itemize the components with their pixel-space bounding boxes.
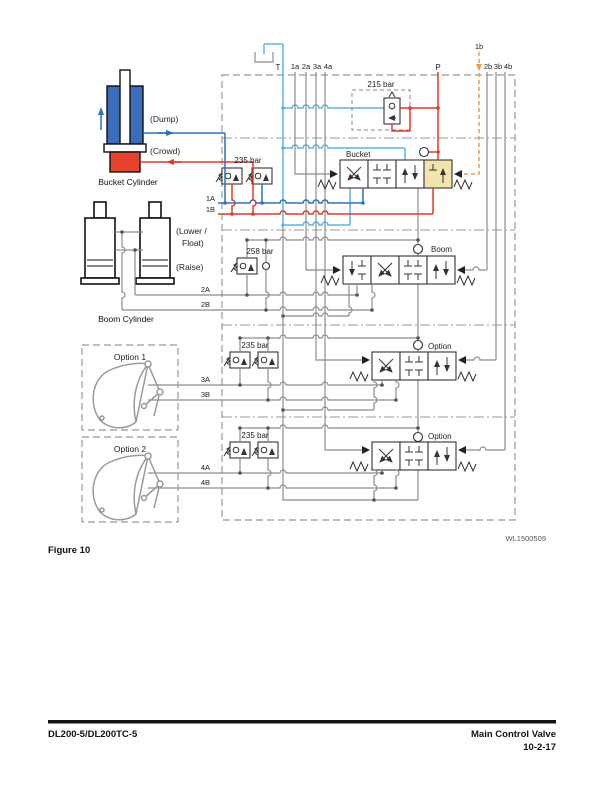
main-relief-valve (351, 89, 440, 132)
port-4b-label: 4b (504, 62, 512, 71)
work-line-4B (148, 484, 396, 489)
option1-right-pilot (458, 356, 466, 364)
port-P-label: P (435, 63, 440, 72)
boom-right-pilot (457, 266, 465, 274)
footer-page-number: 10-2-17 (523, 742, 556, 753)
bucket-cylinder-label: Bucket Cylinder (98, 177, 158, 187)
boom-valve-section (122, 236, 476, 318)
option2-attachment (81, 436, 179, 523)
work-line-3A (148, 381, 382, 386)
option2-label: Option 2 (114, 444, 146, 454)
pump-pressure-line (418, 72, 440, 160)
clamshell-bucket-icon (92, 360, 164, 429)
port-labels: T 1a 2a 3a 4a P 1b 2b 3b 4b 1A 1B 2A 2B … (201, 42, 512, 487)
option1-valve-section (148, 334, 477, 412)
bucket-port-relief-1 (216, 168, 242, 184)
option2-relief-label: 235 bar (241, 431, 268, 440)
option1-port-relief-2 (252, 352, 278, 368)
bucket-load-check-valve (418, 146, 430, 158)
dump-line (143, 132, 226, 203)
option1-section-label: Option (428, 342, 452, 351)
option1-label: Option 1 (114, 352, 146, 362)
tank-symbol (254, 52, 274, 63)
option1-attachment (81, 344, 179, 431)
work-line-1A (218, 199, 363, 204)
port-T-label: T (276, 63, 281, 72)
option1-load-check-valve (412, 339, 424, 351)
port-1a-label: 1a (291, 62, 300, 71)
bucket-section-label: Bucket (346, 150, 371, 159)
port-1b-label: 1b (475, 42, 483, 51)
pilot-line-1b (462, 52, 482, 175)
footer-title: Main Control Valve (471, 729, 556, 740)
boom-cylinder (80, 201, 175, 310)
work-line-1B (218, 210, 433, 215)
port-1B-label: 1B (206, 205, 215, 214)
bucket-right-pilot (454, 170, 462, 178)
boom-cylinder-label: Boom Cylinder (98, 314, 154, 324)
port-4A-label: 4A (201, 463, 210, 472)
boom-anticavitation-check (261, 261, 271, 271)
boom-relief-label: 258 bar (246, 247, 273, 256)
bucket-left-pilot (330, 170, 338, 178)
pilot-lines-b (465, 72, 506, 451)
actuator-labels: (Dump) (Crowd) Bucket Cylinder (Lower / … (98, 114, 207, 454)
lower-float-label-line2: Float) (182, 238, 204, 248)
port-2B-label: 2B (201, 300, 210, 309)
valve-assembly-boundary (221, 74, 516, 521)
raise-label: (Raise) (176, 262, 204, 272)
main-relief-label: 215 bar (367, 80, 394, 89)
footer-rule (48, 720, 556, 724)
bucket-valve-section (216, 159, 473, 216)
boom-port-relief (231, 258, 257, 274)
port-4a-label: 4a (324, 62, 333, 71)
option2-port-relief-1 (224, 442, 250, 458)
page-footer: DL200-5/DL200TC-5 Main Control Valve 10-… (48, 720, 556, 753)
drawing-code: WL1500509 (506, 534, 546, 543)
port-3A-label: 3A (201, 375, 210, 384)
crowd-line (140, 161, 257, 214)
option1-port-relief-1 (224, 352, 250, 368)
boom-load-check-valve (412, 243, 424, 255)
lower-float-label-line1: (Lower / (176, 226, 207, 236)
work-line-3B (148, 396, 396, 401)
port-2b-label: 2b (484, 62, 492, 71)
port-2a-label: 2a (302, 62, 311, 71)
port-3b-label: 3b (494, 62, 502, 71)
boom-left-pilot (333, 266, 341, 274)
port-3a-label: 3a (313, 62, 322, 71)
option1-relief-label: 235 bar (241, 341, 268, 350)
option2-port-relief-2 (252, 442, 278, 458)
page-annotations: WL1500509 Figure 10 (48, 534, 546, 556)
work-line-2A (135, 291, 357, 296)
option2-load-check-valve (412, 431, 424, 443)
bucket-port-relief-2 (246, 168, 272, 184)
bucket-cylinder (98, 69, 257, 214)
work-line-4A (148, 469, 382, 474)
port-1A-label: 1A (206, 194, 215, 203)
port-4B-label: 4B (201, 478, 210, 487)
dump-label: (Dump) (150, 114, 179, 124)
figure-label: Figure 10 (48, 545, 90, 556)
crowd-label: (Crowd) (150, 146, 180, 156)
bucket-highlighted-position (424, 160, 452, 188)
pilot-lines-a (294, 72, 362, 451)
neutral-gallery (412, 188, 424, 500)
option2-section-label: Option (428, 432, 452, 441)
option2-valve-section (148, 424, 477, 502)
relief-labels: 215 bar 235 bar 258 bar 235 bar 235 bar (234, 80, 394, 440)
option1-left-pilot (362, 356, 370, 364)
option2-right-pilot (458, 446, 466, 454)
port-3B-label: 3B (201, 390, 210, 399)
option2-left-pilot (362, 446, 370, 454)
port-2A-label: 2A (201, 285, 210, 294)
footer-model: DL200-5/DL200TC-5 (48, 729, 138, 740)
section-labels: Bucket Boom Option Option (346, 150, 452, 441)
boom-section-label: Boom (431, 245, 452, 254)
clamshell-bucket-icon (92, 452, 164, 521)
bucket-relief-label: 235 bar (234, 156, 261, 165)
work-line-2B (122, 306, 372, 311)
